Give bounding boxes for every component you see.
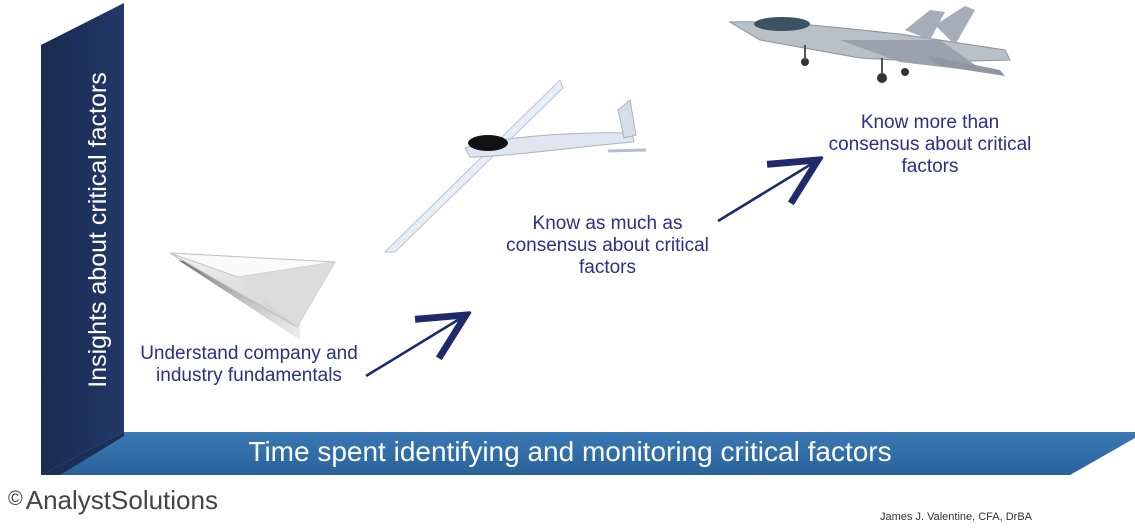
author-credit: James J. Valentine, CFA, DrBA [880,511,1033,523]
stage-2-label: Know as much as consensus about critical… [506,213,709,278]
x-axis-label: Time spent identifying and monitoring cr… [248,436,892,467]
arrow-2 [717,160,818,223]
company-logo: ©AnalystSolutions [8,482,218,517]
stage-1-label: Understand company and industry fundamen… [140,343,358,386]
x-axis-bar [41,432,1135,475]
y-axis-bar [41,3,124,475]
stage-3-label: Know more than consensus about critical … [828,112,1032,177]
logo-text: AnalystSolutions [25,485,218,515]
copyright-symbol: © [8,488,23,510]
fighter-jet-image [728,6,1011,83]
arrow-1 [365,315,466,378]
paper-airplane-image [169,252,336,340]
glider-image [383,79,647,253]
y-axis-label: Insights about critical factors [84,72,112,388]
